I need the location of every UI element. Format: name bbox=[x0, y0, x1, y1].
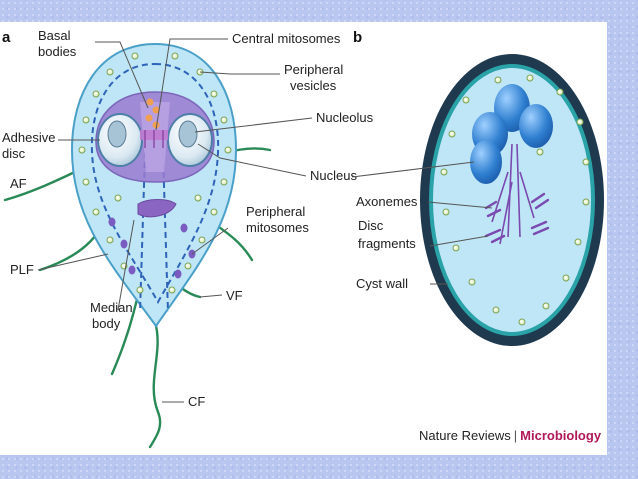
label-median-body-2: body bbox=[92, 316, 121, 331]
label-nucleolus: Nucleolus bbox=[316, 110, 374, 125]
cyst-nucleus-2 bbox=[519, 104, 553, 148]
peripheral-mitosomes bbox=[108, 217, 196, 279]
label-peripheral-vesicles-2: vesicles bbox=[290, 78, 337, 93]
label-basal-bodies-2: bodies bbox=[38, 44, 77, 59]
label-disc-fragments-2: fragments bbox=[358, 236, 416, 251]
panel-label-b: b bbox=[353, 29, 362, 46]
label-adhesive-disc-1: Adhesive bbox=[2, 130, 55, 145]
cyst-vesicles bbox=[440, 74, 590, 326]
label-peripheral-mitosomes-1: Peripheral bbox=[246, 204, 305, 219]
label-vf: VF bbox=[226, 288, 243, 303]
trophozoite-body bbox=[70, 42, 238, 328]
label-cf: CF bbox=[188, 394, 205, 409]
figure-panel: a bbox=[0, 22, 607, 455]
label-adhesive-disc-2: disc bbox=[2, 146, 26, 161]
label-cyst-wall: Cyst wall bbox=[356, 276, 408, 291]
cyst-inner-ring bbox=[429, 64, 595, 336]
median-body bbox=[137, 199, 177, 218]
microtubule-outline bbox=[90, 62, 220, 305]
label-nucleus: Nucleus bbox=[310, 168, 357, 183]
cyst-nuclei bbox=[470, 84, 553, 184]
label-median-body-1: Median bbox=[90, 300, 133, 315]
leader-lines-a bbox=[37, 38, 313, 403]
caudal-flagellum bbox=[148, 320, 162, 449]
panel-label-a: a bbox=[2, 29, 11, 46]
credit-separator: | bbox=[513, 428, 518, 443]
journal-credit: Nature Reviews|Microbiology bbox=[419, 428, 601, 443]
label-peripheral-mitosomes-2: mitosomes bbox=[246, 220, 309, 235]
disc-fragments bbox=[484, 192, 550, 244]
label-basal-bodies-1: Basal bbox=[38, 28, 71, 43]
nucleolus-right bbox=[178, 120, 198, 148]
label-central-mitosomes: Central mitosomes bbox=[232, 31, 341, 46]
leader-lines-b bbox=[351, 161, 493, 285]
journal-name: Nature Reviews bbox=[419, 428, 511, 443]
label-plf: PLF bbox=[10, 262, 34, 277]
label-peripheral-vesicles-1: Peripheral bbox=[284, 62, 343, 77]
label-axonemes: Axonemes bbox=[356, 194, 418, 209]
cyst-nucleus-4 bbox=[470, 140, 502, 184]
label-disc-fragments-1: Disc bbox=[358, 218, 384, 233]
axonemes bbox=[491, 143, 535, 245]
journal-section: Microbiology bbox=[520, 428, 602, 443]
peripheral-vesicles bbox=[78, 52, 232, 294]
giardia-diagram: a bbox=[2, 28, 604, 449]
nucleolus-left bbox=[107, 120, 127, 148]
label-af: AF bbox=[10, 176, 27, 191]
basal-bodies bbox=[140, 98, 168, 148]
